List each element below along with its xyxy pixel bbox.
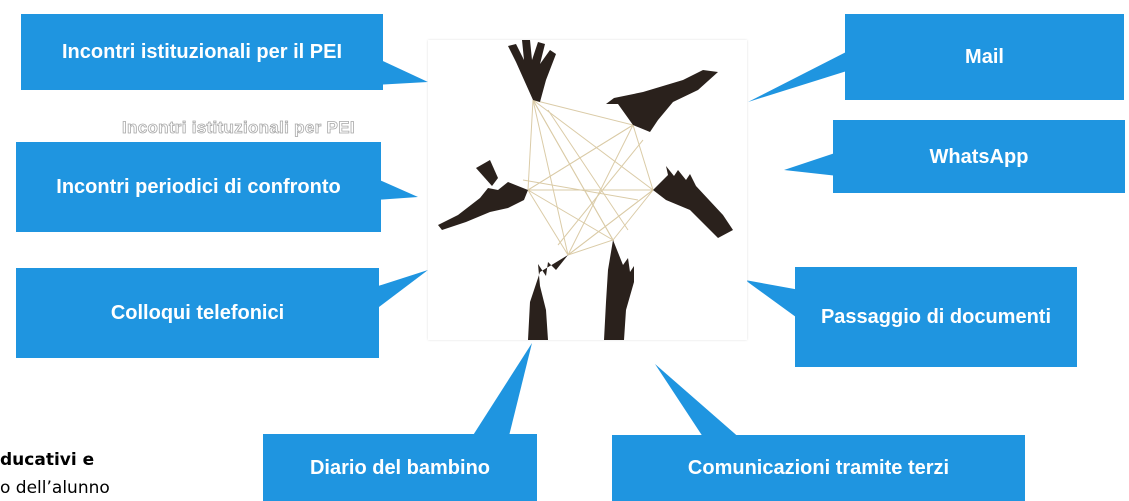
callout-phone-calls: Colloqui telefonici — [16, 268, 379, 358]
pointer-mail — [748, 50, 850, 102]
callout-child-diary-label: Diario del bambino — [309, 456, 491, 479]
callout-pei-meetings: Incontri istituzionali per il PEI — [21, 14, 383, 90]
bottom-text-line-2: o dell’alunno — [0, 478, 153, 501]
callout-pei-meetings-label: Incontri istituzionali per il PEI — [61, 41, 343, 63]
callout-mail: Mail — [845, 14, 1124, 100]
callout-periodic-meetings-label: Incontri periodici di confronto — [56, 176, 341, 198]
callout-child-diary: Diario del bambino — [263, 434, 537, 501]
callout-documents-label: Passaggio di documenti — [820, 306, 1052, 328]
callout-documents: Passaggio di documenti — [795, 267, 1077, 367]
hands-string-web-image — [428, 40, 747, 340]
callout-mail-label: Mail — [965, 46, 1004, 68]
pointer-periodic-meetings — [375, 178, 418, 200]
callout-periodic-meetings: Incontri periodici di confronto — [16, 142, 381, 232]
pointer-pei-meetings — [370, 55, 428, 85]
pointer-child-diary — [470, 343, 532, 440]
pointer-documents — [745, 280, 800, 320]
pointer-third-party — [655, 364, 742, 440]
bottom-text-line-1-text: ducativi e — [0, 450, 95, 470]
bottom-text-line-2-text: o dell’alunno — [0, 478, 110, 498]
callout-whatsapp-label: WhatsApp — [929, 145, 1029, 168]
bottom-text-line-1: ducativi e — [0, 450, 120, 478]
pointer-phone-calls — [372, 270, 428, 310]
callout-third-party-label: Comunicazioni tramite terzi — [687, 457, 950, 479]
outline-caption: Incontri istituzionali per PEI — [122, 118, 355, 138]
callout-third-party: Comunicazioni tramite terzi — [612, 435, 1025, 501]
callout-whatsapp: WhatsApp — [833, 120, 1125, 193]
callout-phone-calls-label: Colloqui telefonici — [110, 302, 285, 324]
pointer-whatsapp — [784, 152, 838, 176]
